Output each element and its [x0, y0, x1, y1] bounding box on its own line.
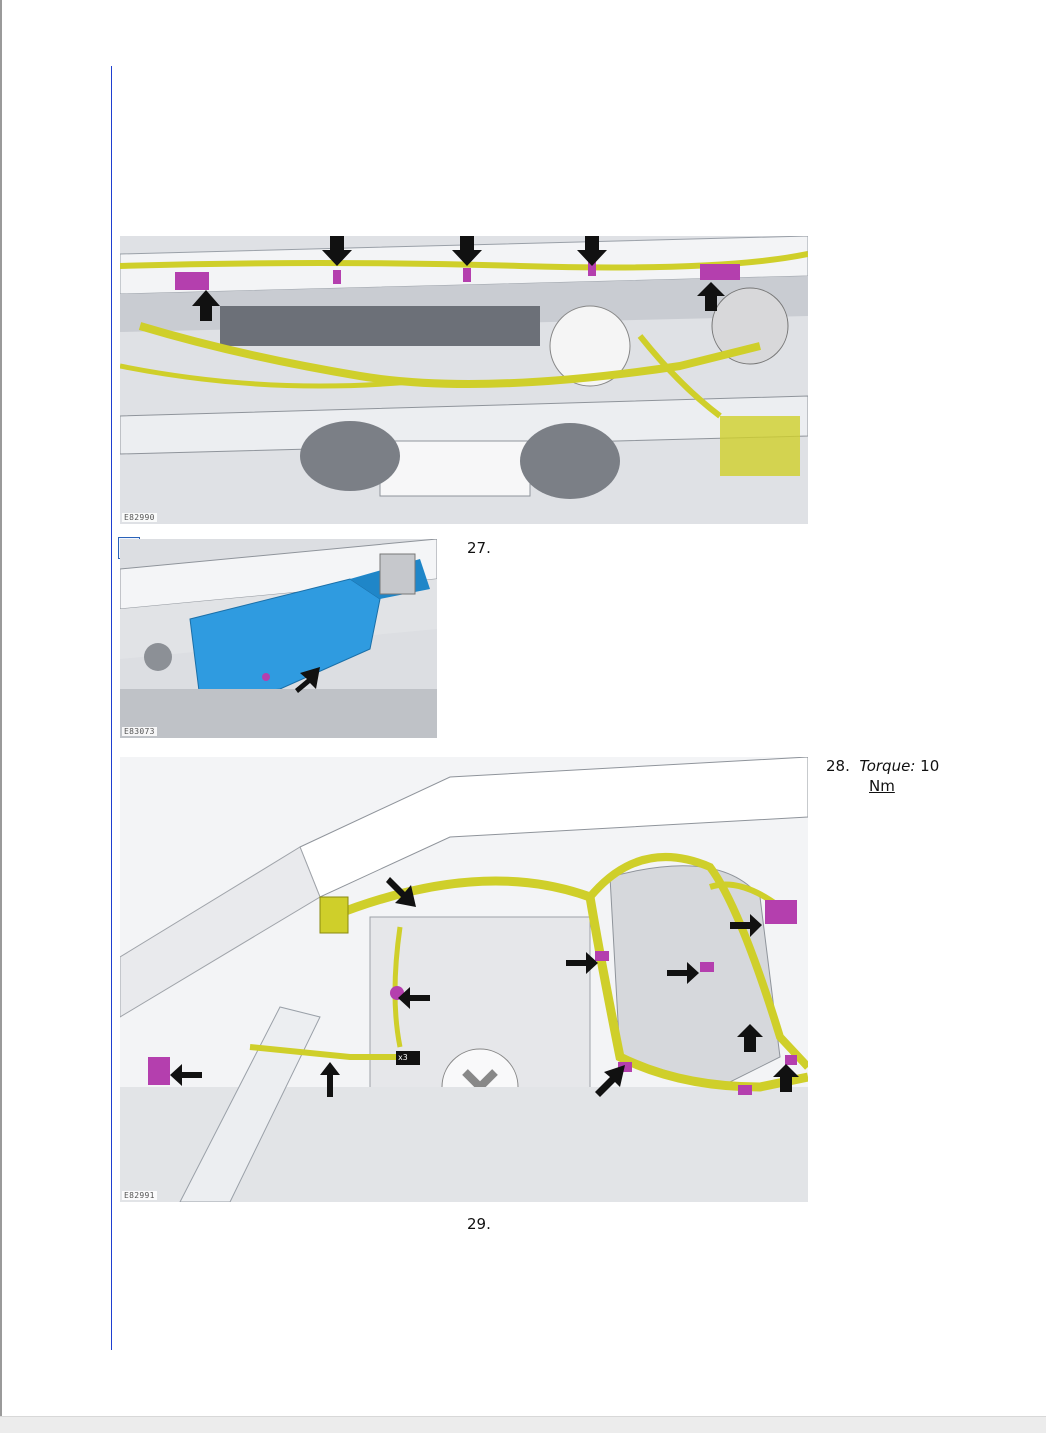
step-28-number: 28. — [826, 757, 850, 775]
page-clip — [956, 750, 1046, 810]
connector-clip-right — [700, 264, 740, 280]
figure-code-label: E83073 — [122, 727, 157, 736]
step-28: 28. Torque: 10 Nm — [826, 756, 956, 796]
figure-e83073: E83073 — [120, 539, 437, 738]
multiplier-badge: x3 — [398, 1053, 408, 1062]
figure-e82991: x3 E82991 — [120, 757, 808, 1202]
figure-code-label: E82990 — [122, 513, 157, 522]
torque-label: Torque: — [859, 757, 916, 775]
step-29-number: 29. — [467, 1215, 491, 1233]
page-bottom-edge — [0, 1416, 1046, 1433]
torque-unit-link[interactable]: Nm — [869, 777, 895, 795]
step-27-number: 27. — [467, 539, 491, 557]
module-illustration — [120, 539, 437, 738]
page-left-edge — [0, 0, 2, 1432]
harness-illustration-bottom — [120, 757, 808, 1202]
harness-illustration-top — [120, 236, 808, 524]
margin-rule — [111, 66, 112, 1350]
figure-code-label: E82991 — [122, 1191, 157, 1200]
figure-e82990: E82990 — [120, 236, 808, 524]
connector-clip-left — [175, 272, 209, 290]
torque-value: 10 — [920, 757, 940, 775]
